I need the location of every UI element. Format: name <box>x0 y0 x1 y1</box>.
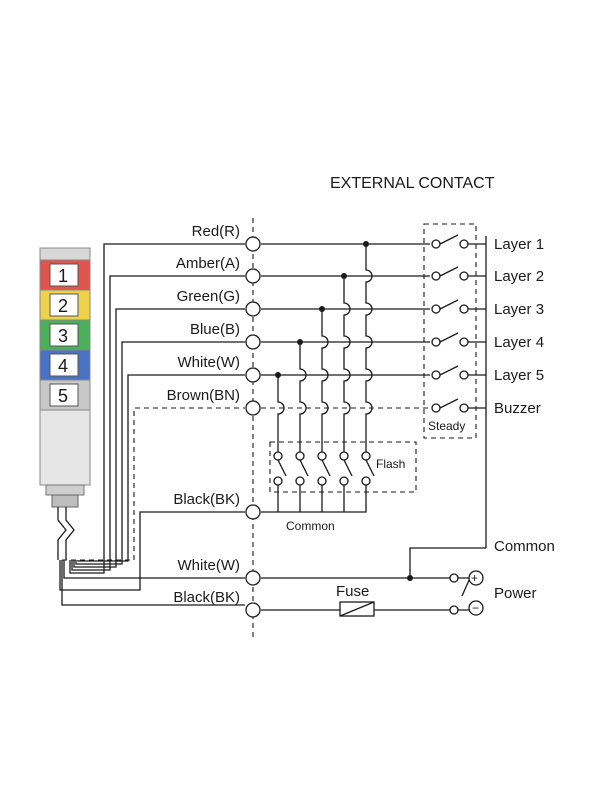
contact-lines <box>261 243 430 409</box>
switch-contact <box>459 337 469 347</box>
segment-number: 5 <box>58 386 68 406</box>
tower-body <box>39 409 91 486</box>
svg-text:−: − <box>472 601 479 615</box>
output-label: Layer 1 <box>494 236 544 253</box>
terminal <box>245 301 261 317</box>
tower-cap <box>39 247 91 261</box>
wire-label: White(W) <box>178 354 241 371</box>
flash-label: Flash <box>376 457 405 471</box>
switch-contact <box>459 370 469 380</box>
switch-contact <box>459 239 469 249</box>
switch-contact <box>295 476 305 486</box>
plus-icon <box>468 570 484 586</box>
switch-blade <box>439 299 459 310</box>
switch-contact <box>273 451 283 461</box>
power-terminal-minus <box>449 605 459 615</box>
switch-contact <box>431 271 441 281</box>
switch-blade <box>439 332 459 343</box>
switch-contact <box>339 451 349 461</box>
power-wire-label: Black(BK) <box>173 589 240 606</box>
terminal <box>245 236 261 252</box>
cable-bundle <box>59 243 245 606</box>
segment-number: 3 <box>58 326 68 346</box>
switch-contact <box>459 271 469 281</box>
switch-contact <box>361 476 371 486</box>
switch-contact <box>361 451 371 461</box>
terminal <box>245 570 261 586</box>
switch-contact <box>317 451 327 461</box>
switch-contact <box>459 403 469 413</box>
wire-label: Blue(B) <box>190 321 240 338</box>
segment-number-box <box>49 323 79 347</box>
terminal <box>245 602 261 618</box>
switch-blade <box>321 459 331 477</box>
switch-blade <box>439 365 459 376</box>
fuse-label: Fuse <box>336 583 369 600</box>
wire-label: Brown(BN) <box>167 387 240 404</box>
terminal <box>245 268 261 284</box>
output-label: Buzzer <box>494 400 541 417</box>
segment-number-box <box>49 353 79 377</box>
segment-number: 4 <box>58 356 68 376</box>
switch-contact <box>431 239 441 249</box>
flash-taps <box>275 241 373 452</box>
segment-number-box <box>49 263 79 287</box>
wire-label: Red(R) <box>192 223 240 240</box>
power-label: Power <box>494 585 537 602</box>
svg-text:+: + <box>471 571 478 585</box>
switch-contact <box>431 304 441 314</box>
power-terminal-plus <box>449 573 459 583</box>
power-section: Fuse + − Power <box>261 570 537 617</box>
switch-blade <box>439 234 459 245</box>
output-label: Layer 2 <box>494 268 544 285</box>
terminal <box>245 334 261 350</box>
diagram-title: EXTERNAL CONTACT <box>330 175 495 192</box>
segment-number: 2 <box>58 296 68 316</box>
cable-break <box>57 507 67 560</box>
terminal <box>245 504 261 520</box>
common-label: Common <box>286 519 335 533</box>
wire-label: Green(G) <box>177 288 240 305</box>
switch-contact <box>317 476 327 486</box>
switch-contact <box>431 337 441 347</box>
output-label: Layer 3 <box>494 301 544 318</box>
output-label: Layer 4 <box>494 334 544 351</box>
segment-number: 1 <box>58 266 68 286</box>
switch-blade <box>365 459 375 477</box>
terminal <box>245 400 261 416</box>
switch-blade <box>277 459 287 477</box>
switch-contact <box>431 370 441 380</box>
tower-base <box>45 484 85 496</box>
signal-tower: 1 2 3 4 5 <box>39 247 91 560</box>
switch-contact <box>339 476 349 486</box>
switch-blade <box>439 266 459 277</box>
wire-label: Black(BK) <box>173 491 240 508</box>
steady-label: Steady <box>428 419 465 433</box>
segment-number-box <box>49 293 79 317</box>
cable-break <box>65 507 75 560</box>
minus-icon <box>468 600 484 616</box>
output-label: Layer 5 <box>494 367 544 384</box>
wire-label: Amber(A) <box>176 255 240 272</box>
tower-mount <box>51 494 79 508</box>
segment-number-box <box>49 383 79 407</box>
switch-contact <box>273 476 283 486</box>
power-wire-label: White(W) <box>178 557 241 574</box>
switch-contact <box>295 451 305 461</box>
common-output-label: Common <box>494 538 555 555</box>
switch-blade <box>439 398 459 409</box>
steady-switch-group: Steady <box>423 223 486 439</box>
switch-contact <box>431 403 441 413</box>
flash-switch-group: Flash Common <box>261 441 417 533</box>
switch-blade <box>343 459 353 477</box>
switch-contact <box>459 304 469 314</box>
switch-blade <box>299 459 309 477</box>
terminal <box>245 367 261 383</box>
